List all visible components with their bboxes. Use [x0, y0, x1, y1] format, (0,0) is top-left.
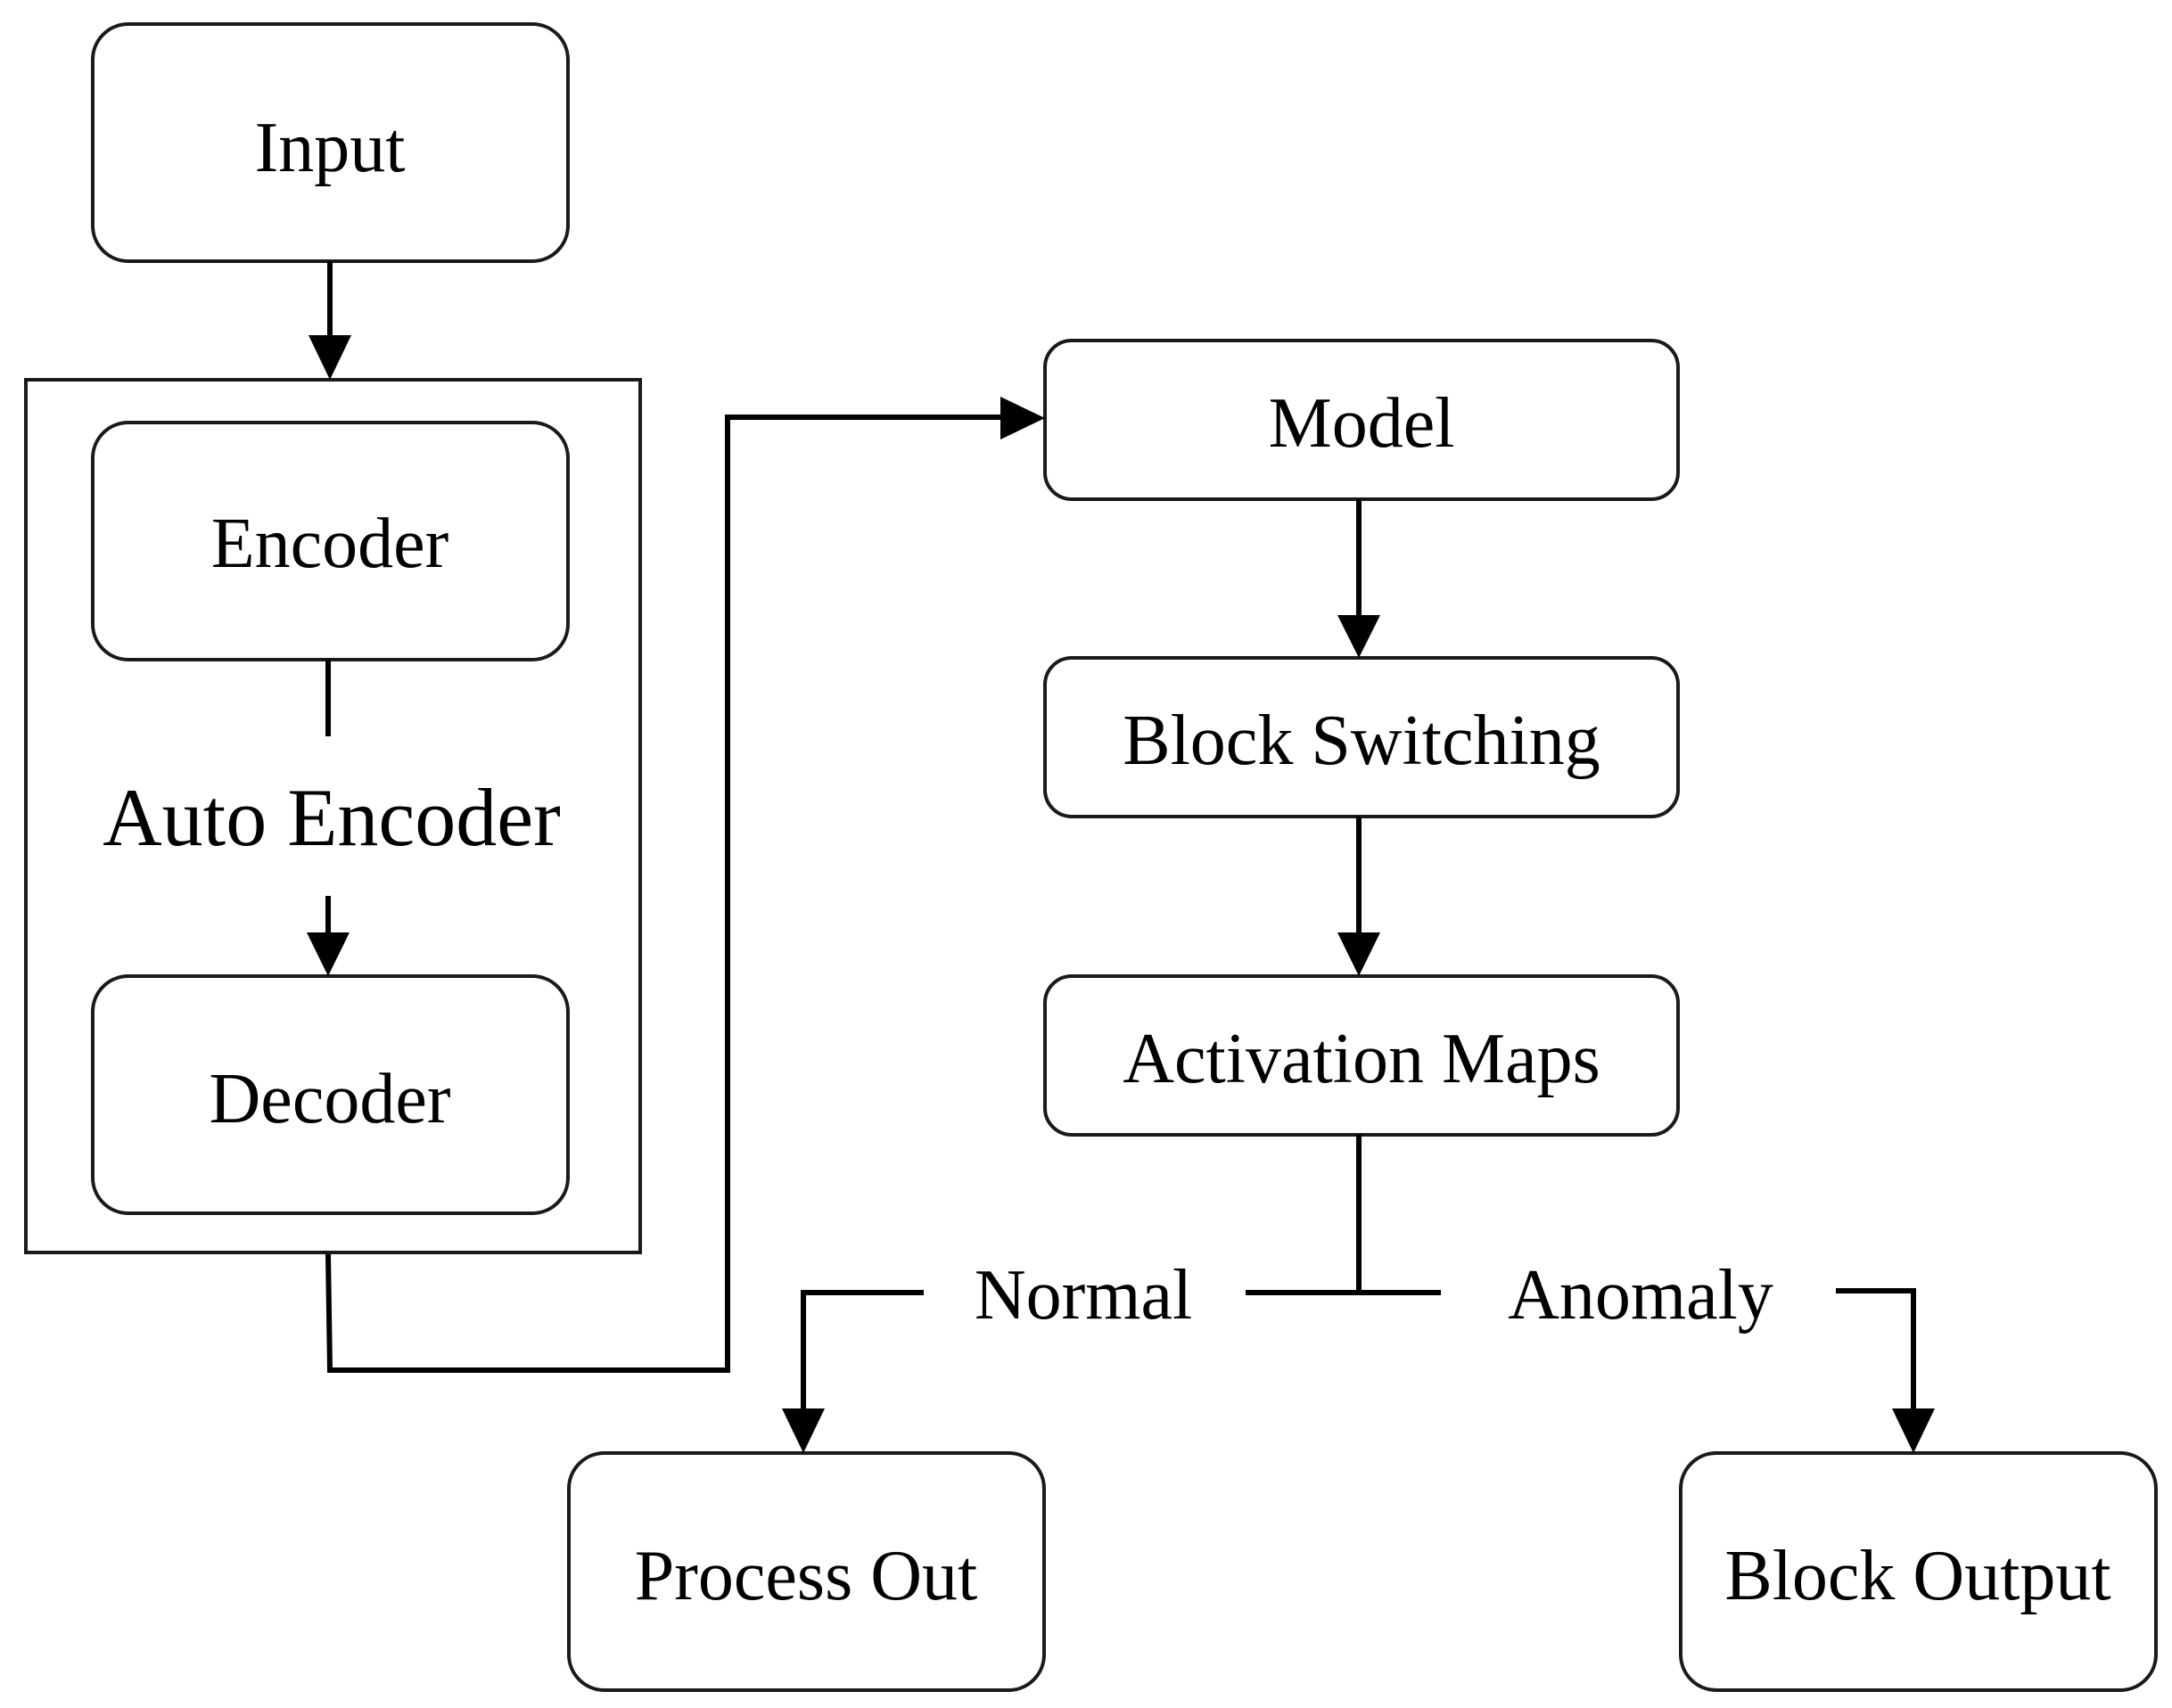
edge-auto-encoder-to-model — [325, 397, 1045, 1373]
edge-anomaly-line — [1836, 1288, 1916, 1410]
edge-block-switching-to-activation-maps — [1337, 817, 1380, 976]
activation-maps-label: Activation Maps — [1123, 1020, 1600, 1098]
edge-input-to-auto-encoder — [309, 261, 351, 380]
decoder-label: Decoder — [210, 1060, 451, 1138]
node-block-output: Block Output — [1679, 1451, 2158, 1692]
node-activation-maps: Activation Maps — [1043, 974, 1680, 1137]
edge-anomaly-to-block-output: Anomaly — [1508, 1256, 1935, 1453]
edge-normal-line — [801, 1290, 924, 1410]
node-model: Model — [1043, 339, 1680, 501]
decoder-box — [91, 974, 570, 1215]
node-process-out: Process Out — [567, 1451, 1046, 1692]
arrowhead-right — [1000, 397, 1045, 439]
normal-label: Normal — [975, 1256, 1192, 1334]
node-block-switching: Block Switching — [1043, 656, 1680, 818]
arrowhead-down — [1892, 1408, 1935, 1453]
anomaly-label: Anomaly — [1508, 1256, 1773, 1334]
auto-encoder-label: Auto Encoder — [103, 772, 561, 863]
edge-model-to-block-switching — [1337, 499, 1380, 658]
arrowhead-down — [782, 1408, 825, 1453]
arrowhead-down — [309, 335, 351, 380]
encoder-label: Encoder — [211, 505, 449, 583]
block-switching-label: Block Switching — [1123, 702, 1600, 780]
arrowhead-down — [1337, 932, 1380, 976]
edge-normal-to-process-out: Normal — [782, 1256, 1192, 1453]
process-out-box — [567, 1451, 1046, 1692]
model-label: Model — [1269, 384, 1455, 463]
node-encoder: Encoder — [91, 421, 570, 661]
arrowhead-down — [1337, 615, 1380, 658]
input-label: Input — [255, 109, 406, 187]
edge-activation-maps-branch — [1246, 1135, 1441, 1295]
node-decoder: Decoder — [91, 974, 570, 1215]
arrowhead-down — [307, 932, 350, 976]
process-out-label: Process Out — [635, 1537, 977, 1615]
edge-encoder-to-decoder — [307, 660, 350, 976]
block-output-box — [1679, 1451, 2158, 1692]
node-input: Input — [91, 22, 570, 263]
block-output-label: Block Output — [1724, 1537, 2110, 1615]
edge-auto-encoder-model-line — [325, 415, 1002, 1373]
